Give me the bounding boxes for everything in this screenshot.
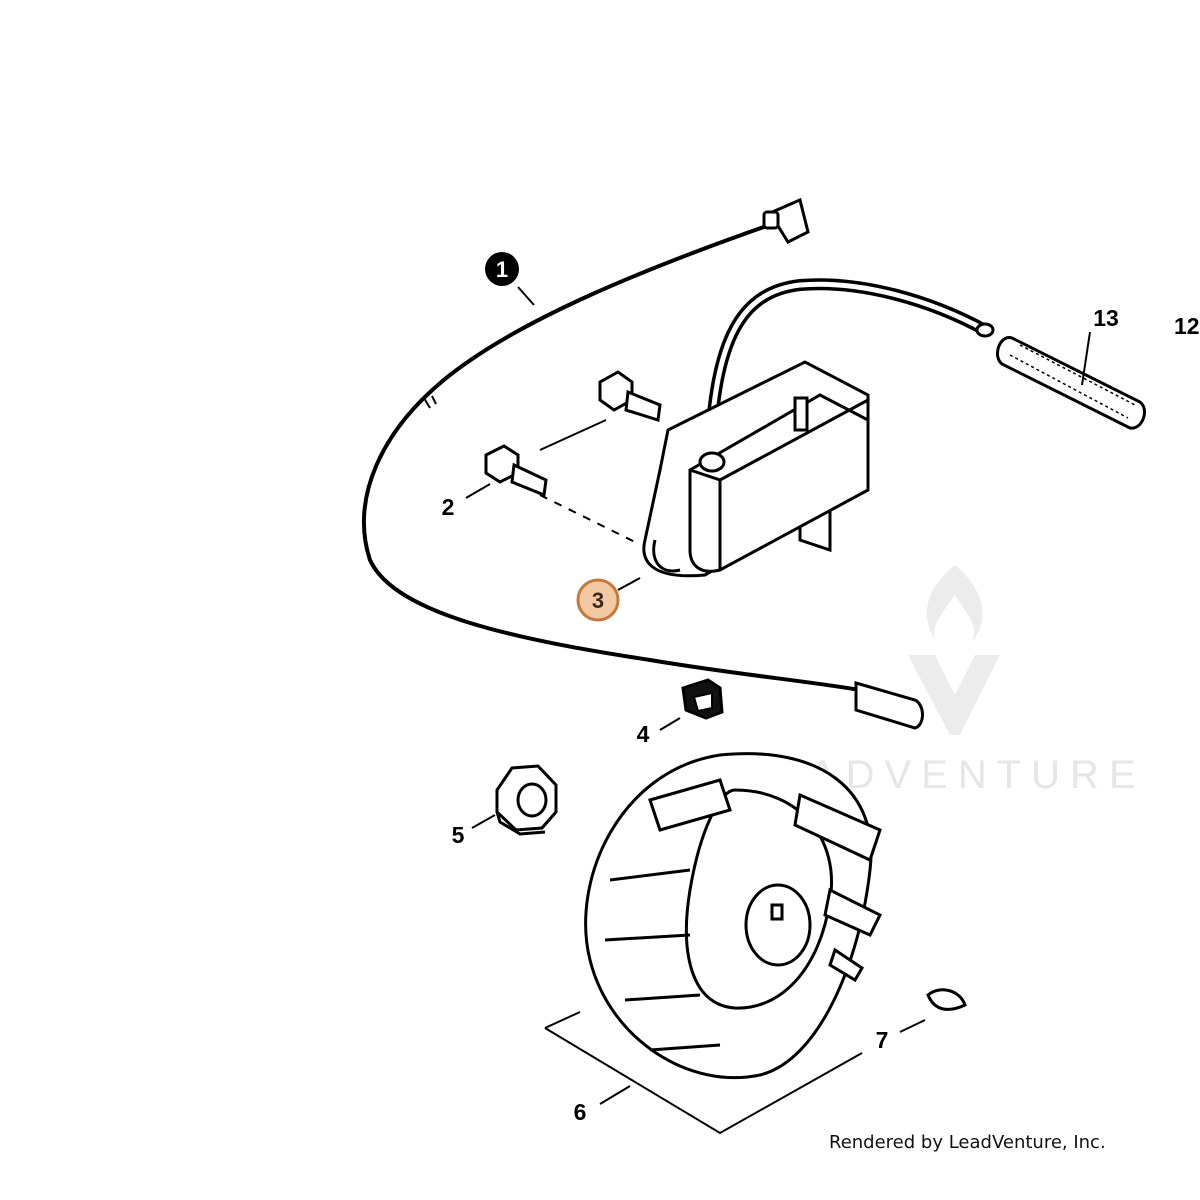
callout-3-label: 3 <box>592 588 604 613</box>
callout-2[interactable]: 2 <box>442 494 455 520</box>
callout-5-label: 5 <box>452 822 465 848</box>
callout-5[interactable]: 5 <box>452 822 465 848</box>
callout-12-label: 12 <box>1174 313 1200 339</box>
callout-13-label: 13 <box>1093 305 1119 331</box>
cable-clip-icon <box>659 678 724 731</box>
woodruff-key-icon <box>899 988 967 1033</box>
callout-7[interactable]: 7 <box>876 1027 889 1053</box>
stud-bolt-icon <box>465 370 662 543</box>
render-credit: Rendered by LeadVenture, Inc. <box>829 1132 1106 1153</box>
callout-12[interactable]: 12 <box>1174 313 1200 339</box>
callout-4[interactable]: 4 <box>637 721 650 747</box>
ignition-cable-icon <box>361 197 924 730</box>
callout-13[interactable]: 13 <box>1093 305 1119 331</box>
ignition-module-icon <box>617 278 995 591</box>
spring-sleeve-icon <box>996 331 1146 430</box>
flange-nut-icon <box>471 764 558 836</box>
callout-1-label: 1 <box>496 257 508 282</box>
callout-2-label: 2 <box>442 494 455 520</box>
flame-logo-icon <box>908 565 1000 735</box>
callout-7-label: 7 <box>876 1027 889 1053</box>
callout-1[interactable]: 1 <box>485 252 519 286</box>
flywheel-icon <box>544 752 883 1135</box>
callout-6[interactable]: 6 <box>574 1099 587 1125</box>
callout-3[interactable]: 3 <box>576 578 620 622</box>
callout-4-label: 4 <box>637 721 650 747</box>
callout-6-label: 6 <box>574 1099 587 1125</box>
